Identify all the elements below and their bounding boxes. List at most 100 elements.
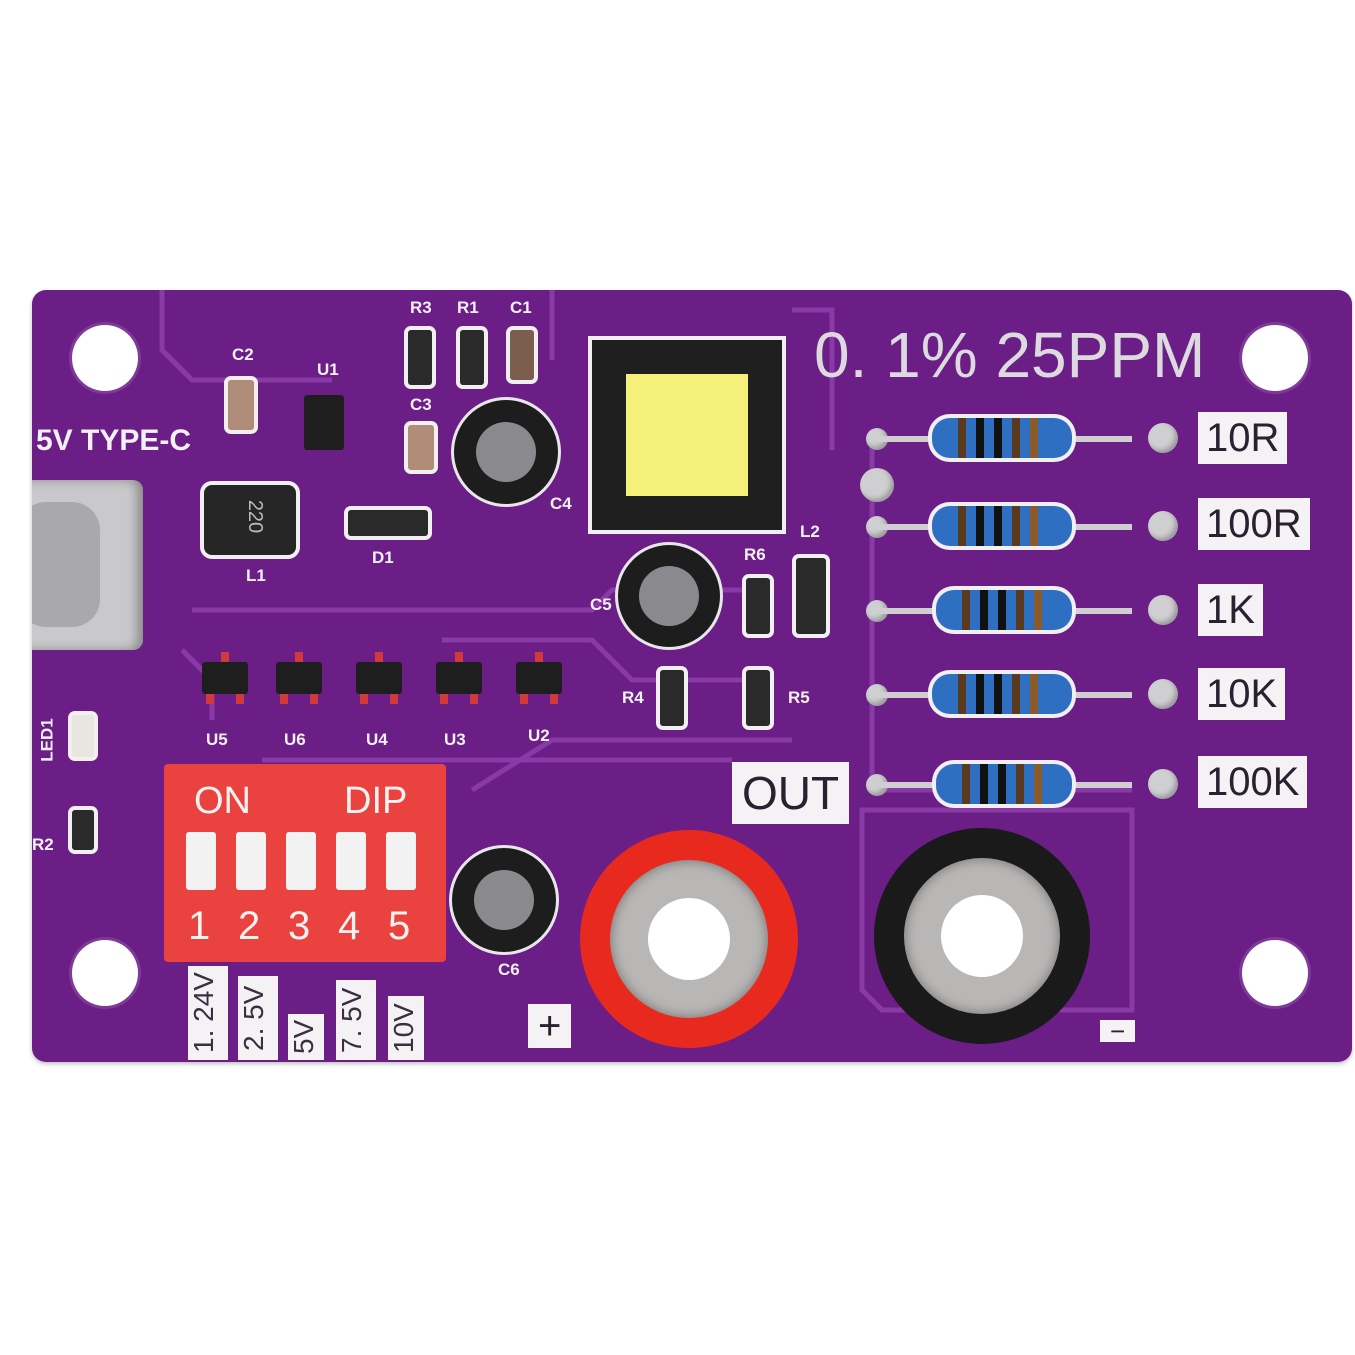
pad-right-100r [1148, 511, 1178, 541]
color-band [976, 418, 984, 458]
via-pad [860, 468, 894, 502]
u5-designator: U5 [206, 730, 228, 749]
c6-designator: C6 [498, 960, 520, 979]
u3-designator: U3 [444, 730, 466, 749]
color-band [994, 506, 1002, 546]
r5-designator: R5 [788, 688, 810, 707]
color-band [958, 674, 966, 714]
c3-capacitor [408, 425, 434, 470]
minus-label: − [1100, 1018, 1136, 1044]
color-band [962, 590, 970, 630]
r1-resistor [460, 330, 484, 385]
u2-designator: U2 [528, 726, 550, 745]
out-label: OUT [732, 762, 850, 824]
r2-designator: R2 [32, 835, 54, 854]
color-band [976, 506, 984, 546]
resistor-label-10k: 10K [1198, 668, 1286, 720]
led1-component [72, 715, 94, 757]
u5-chip [202, 652, 248, 704]
precision-title: 0. 1% 25PPM [814, 319, 1206, 391]
pad-right-100k [1148, 769, 1178, 799]
dip-number-3: 3 [288, 904, 311, 948]
pad-right-1k [1148, 595, 1178, 625]
r1-designator: R1 [457, 298, 479, 317]
usb-c-connector[interactable] [32, 480, 143, 650]
r3-resistor [408, 330, 432, 385]
dip-switch-1[interactable] [186, 832, 216, 890]
dip-switch-2[interactable] [236, 832, 266, 890]
c4-capacitor [454, 400, 558, 504]
dip-number-5: 5 [388, 904, 411, 948]
pad-right-10k [1148, 679, 1178, 709]
color-band [976, 674, 984, 714]
r6-designator: R6 [744, 545, 766, 564]
resistor-1k [936, 590, 1072, 630]
c2-capacitor [228, 380, 254, 430]
u1-chip [304, 395, 344, 450]
voltage-label-4: 7. 5V [336, 980, 376, 1060]
c5-capacitor [618, 545, 720, 647]
voltage-label-5: 10V [388, 996, 424, 1060]
dip-switch-3[interactable] [286, 832, 316, 890]
color-band [994, 418, 1002, 458]
dip-switch-4[interactable] [336, 832, 366, 890]
led1-designator: LED1 [37, 718, 57, 762]
l2-inductor [796, 558, 826, 634]
r4-resistor [660, 670, 684, 726]
color-band [1012, 674, 1020, 714]
usb-label: 5V TYPE-C [36, 424, 192, 457]
u4-designator: U4 [366, 730, 388, 749]
l1-marking: 220 [244, 499, 267, 534]
color-band [1030, 674, 1038, 714]
voltage-label-1: 1. 24V [188, 966, 228, 1060]
mounting-hole-bottom-right [1242, 940, 1308, 1006]
r3-designator: R3 [410, 298, 432, 317]
color-band [1030, 506, 1038, 546]
color-band [980, 590, 988, 630]
resistor-100r [932, 506, 1072, 546]
l1-inductor: 220 [204, 485, 296, 555]
u6-chip [276, 652, 322, 704]
dip-on-label: ON [194, 780, 251, 822]
r5-resistor [746, 670, 770, 726]
u2-chip [516, 652, 562, 704]
positive-binding-post[interactable] [580, 830, 798, 1048]
resistor-label-1k: 1K [1198, 584, 1263, 636]
l1-designator: L1 [246, 566, 266, 585]
resistor-label-10r: 10R [1198, 412, 1288, 464]
dip-switch[interactable]: ON DIP 1 2 3 4 5 [164, 764, 446, 962]
c5-designator: C5 [590, 595, 612, 614]
negative-binding-post[interactable] [874, 828, 1090, 1044]
pad-left-100k [866, 774, 888, 796]
dip-number-2: 2 [238, 904, 261, 948]
color-band [980, 764, 988, 804]
resistor-100k [936, 764, 1072, 804]
dip-label: DIP [344, 780, 408, 822]
mounting-hole-top-right [1242, 325, 1308, 391]
r4-designator: R4 [622, 688, 644, 707]
mounting-hole-bottom-left [72, 940, 138, 1006]
mounting-hole-top-left [72, 325, 138, 391]
u1-designator: U1 [317, 360, 339, 379]
color-band [998, 764, 1006, 804]
pad-left-10k [866, 684, 888, 706]
plus-label: + [528, 1004, 572, 1048]
color-band [1012, 418, 1020, 458]
color-band [1012, 506, 1020, 546]
pad-left-10r [866, 428, 888, 450]
u4-chip [356, 652, 402, 704]
dip-switch-5[interactable] [386, 832, 416, 890]
color-band [962, 764, 970, 804]
color-band [1034, 764, 1042, 804]
color-band [1016, 764, 1024, 804]
d1-designator: D1 [372, 548, 394, 567]
color-band [998, 590, 1006, 630]
pcb-board: 0. 1% 25PPM 5V TYPE-C LED1 R2 C2 U1 C3 2… [32, 290, 1352, 1062]
voltage-label-2: 2. 5V [238, 976, 278, 1060]
resistor-label-100k: 100K [1198, 756, 1308, 808]
pad-left-1k [866, 600, 888, 622]
color-band [1034, 590, 1042, 630]
r6-resistor [746, 578, 770, 634]
resistor-10k [932, 674, 1072, 714]
pad-left-100r [866, 516, 888, 538]
